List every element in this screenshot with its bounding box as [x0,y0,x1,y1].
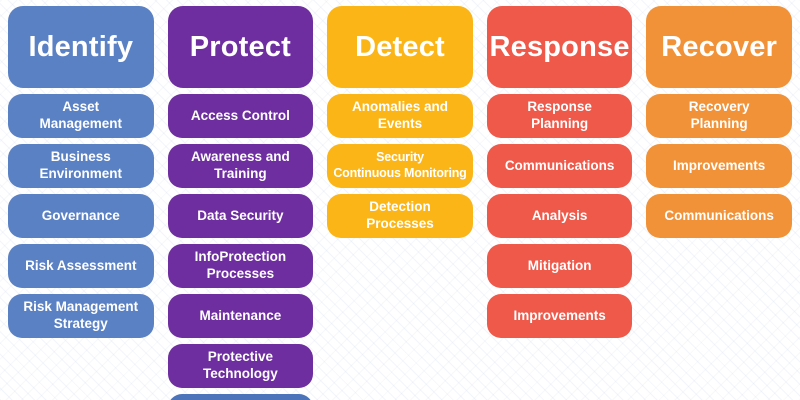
box-response-communications: Communications [486,144,633,188]
box-mitigation: Mitigation [486,244,633,288]
box-response-improvements: Improvements [486,294,633,338]
box-risk-management-strategy: Risk Management Strategy [8,294,154,338]
column-recover: Recover Recovery Planning Improvements C… [646,6,792,400]
box-recover-improvements: Improvements [646,144,792,188]
column-response: Response Response Planning Communication… [486,6,633,400]
box-detection-processes: Detection Processes [327,194,473,238]
box-access-control: Access Control [167,94,314,138]
cropped-bottom-box [167,394,314,400]
header-identify: Identify [8,6,154,88]
box-risk-assessment: Risk Assessment [8,244,154,288]
box-recover-communications: Communications [646,194,792,238]
box-asset-management: Asset Management [8,94,154,138]
box-recovery-planning: Recovery Planning [646,94,792,138]
box-business-environment: Business Environment [8,144,154,188]
column-detect: Detect Anomalies and Events Security Con… [327,6,473,400]
column-identify: Identify Asset Management Business Envir… [8,6,154,400]
column-protect: Protect Access Control Awareness and Tra… [167,6,314,400]
box-maintenance: Maintenance [167,294,314,338]
box-analysis: Analysis [486,194,633,238]
header-detect: Detect [327,6,473,88]
box-security-continuous-monitoring: Security Continuous Monitoring [327,144,473,188]
box-protective-technology: Protective Technology [167,344,314,388]
box-response-planning: Response Planning [486,94,633,138]
box-awareness-and-training: Awareness and Training [167,144,314,188]
header-response: Response [486,6,633,88]
box-infoprotection-processes: InfoProtection Processes [167,244,314,288]
box-governance: Governance [8,194,154,238]
box-data-security: Data Security [167,194,314,238]
header-protect: Protect [167,6,314,88]
header-recover: Recover [646,6,792,88]
box-anomalies-and-events: Anomalies and Events [327,94,473,138]
